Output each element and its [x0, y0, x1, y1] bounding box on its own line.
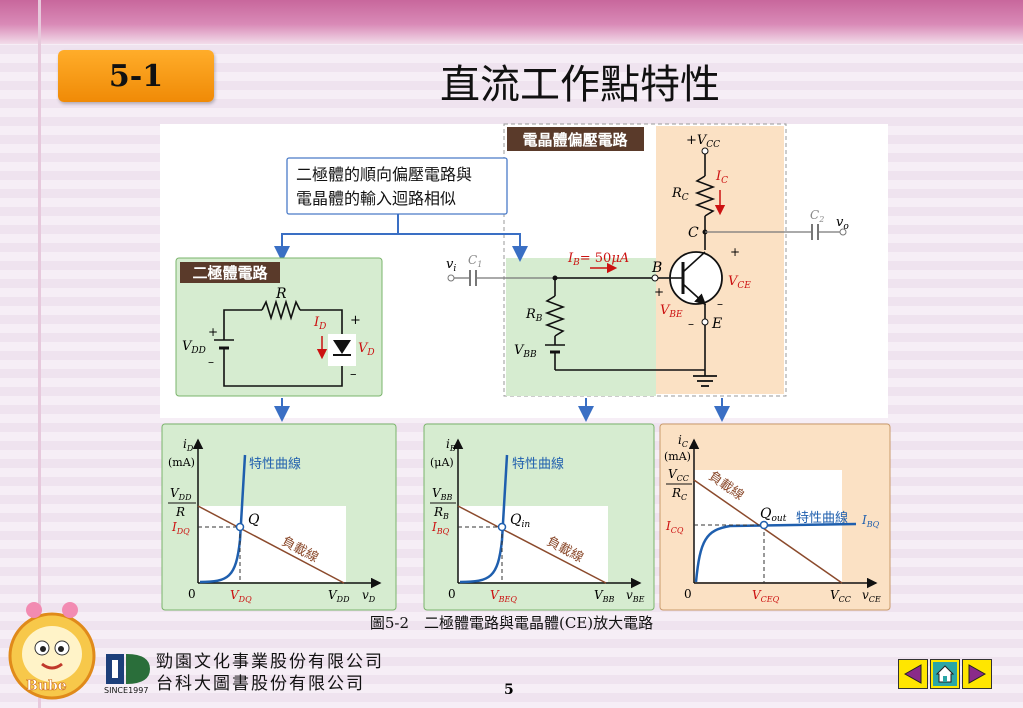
svg-text:VCEQ: VCEQ: [752, 588, 780, 604]
svg-text:vBE: vBE: [626, 588, 645, 604]
svg-text:VD: VD: [358, 341, 375, 358]
section-badge: 5-1: [58, 50, 214, 102]
svg-text:(mA): (mA): [168, 456, 195, 469]
svg-text:(μA): (μA): [430, 456, 454, 469]
svg-text:VDD: VDD: [182, 339, 206, 356]
svg-text:VBEQ: VBEQ: [490, 588, 517, 604]
svg-text:–: –: [350, 367, 357, 382]
home-icon: [933, 662, 957, 686]
svg-text:(mA): (mA): [664, 450, 691, 463]
svg-text:VDD: VDD: [328, 588, 350, 604]
top-banner: [0, 0, 1023, 44]
svg-text:VBE: VBE: [660, 303, 683, 320]
next-icon: [968, 664, 987, 684]
svg-text:IC: IC: [715, 169, 728, 186]
svg-text:IBQ: IBQ: [861, 513, 880, 529]
svg-text:0: 0: [684, 587, 692, 601]
svg-text:E: E: [711, 316, 722, 332]
svg-text:R: R: [175, 505, 185, 519]
svg-text:VBB: VBB: [594, 588, 615, 604]
svg-text:+: +: [350, 313, 361, 328]
svg-text:RC: RC: [671, 186, 689, 203]
home-button[interactable]: [930, 659, 960, 689]
transistor-box-title: 電晶體偏壓電路: [522, 131, 628, 149]
svg-text:ID: ID: [313, 315, 326, 332]
next-button[interactable]: [962, 659, 992, 689]
publisher-logo: [106, 654, 150, 684]
transistor-output-graph: iC (mA) 特性曲線 IBQ 負載線 Qout VCC RC ICQ 0 V…: [659, 423, 891, 611]
svg-text:VDD: VDD: [170, 486, 192, 502]
publisher-names: 勁園文化事業股份有限公司 台科大圖書股份有限公司: [156, 652, 384, 694]
svg-text:0: 0: [448, 587, 456, 601]
svg-text:IBQ: IBQ: [431, 520, 450, 536]
figure-caption: 圖5-2 二極體電路與電晶體(CE)放大電路: [369, 614, 654, 632]
svg-text:特性曲線: 特性曲線: [249, 456, 301, 472]
page-number: 5: [504, 682, 514, 698]
svg-text:VCC: VCC: [830, 588, 851, 604]
decorative-line: [38, 0, 41, 708]
svg-text:+: +: [208, 325, 218, 339]
svg-text:IDQ: IDQ: [171, 520, 190, 536]
svg-text:R: R: [275, 286, 287, 302]
svg-text:VBB: VBB: [514, 343, 537, 360]
diode-box-title: 二極體電路: [192, 264, 268, 282]
svg-text:VCC: VCC: [668, 467, 689, 483]
svg-text:VDQ: VDQ: [230, 588, 252, 604]
svg-text:特性曲線: 特性曲線: [512, 456, 564, 472]
svg-text:RB: RB: [525, 307, 543, 324]
since-label: SINCE1997: [104, 686, 149, 695]
svg-text:0: 0: [188, 587, 196, 601]
svg-text:Qin: Qin: [510, 512, 530, 530]
bube-mascot-logo: Bube: [8, 602, 96, 700]
prev-button[interactable]: [898, 659, 928, 689]
svg-text:Q: Q: [248, 512, 260, 528]
svg-text:vi: vi: [446, 257, 456, 274]
svg-text:二極體的順向偏壓電路與: 二極體的順向偏壓電路與: [296, 165, 472, 184]
svg-text:B: B: [651, 260, 662, 276]
svg-text:特性曲線: 特性曲線: [796, 510, 848, 526]
svg-text:Qout: Qout: [760, 506, 787, 524]
svg-text:C: C: [688, 225, 699, 241]
svg-text:iC: iC: [678, 433, 688, 449]
svg-text:–: –: [688, 317, 694, 331]
svg-text:–: –: [208, 355, 214, 369]
svg-text:RB: RB: [433, 505, 449, 521]
previous-icon: [903, 664, 922, 684]
svg-text:+: +: [654, 285, 664, 299]
svg-text:VCE: VCE: [728, 274, 751, 291]
svg-text:iB: iB: [446, 437, 456, 453]
svg-text:電晶體的輸入迴路相似: 電晶體的輸入迴路相似: [296, 189, 456, 208]
svg-text:vo: vo: [836, 215, 849, 232]
svg-text:iD: iD: [183, 437, 194, 453]
svg-text:Bube: Bube: [26, 678, 67, 694]
diode-graph: iD (mA) 特性曲線 負載線 Q VDD R IDQ 0 VDQ VDD v…: [161, 423, 397, 611]
svg-text:vCE: vCE: [862, 588, 881, 604]
svg-text:+: +: [730, 245, 740, 259]
transistor-input-graph: iB (μA) 特性曲線 負載線 Qin VBB RB IBQ 0 VBEQ V…: [423, 423, 655, 611]
svg-text:+VCC: +VCC: [686, 133, 720, 150]
svg-text:vD: vD: [362, 588, 376, 604]
svg-text:IB= 50μA: IB= 50μA: [567, 251, 629, 268]
svg-text:ICQ: ICQ: [665, 519, 684, 535]
svg-text:C2: C2: [810, 208, 824, 224]
svg-text:VBB: VBB: [432, 486, 453, 502]
svg-text:RC: RC: [671, 486, 687, 502]
svg-text:–: –: [717, 297, 723, 311]
page-title: 直流工作點特性: [440, 62, 720, 108]
svg-text:C1: C1: [468, 253, 482, 269]
